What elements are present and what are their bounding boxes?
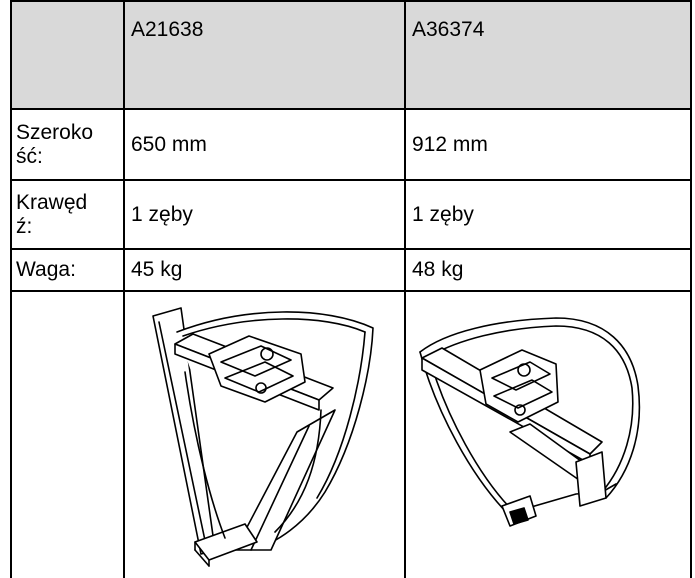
- header-corner-cell: [10, 0, 125, 110]
- image-cell-a: [123, 290, 406, 578]
- edge-row: Krawęd ź: 1 zęby 1 zęby: [10, 179, 692, 250]
- edge-label-line2: ź:: [16, 214, 33, 238]
- width-row: Szeroko ść: 650 mm 912 mm: [10, 108, 692, 181]
- width-label: Szeroko ść:: [10, 108, 125, 181]
- weight-value-b: 48 kg: [404, 248, 692, 292]
- model-header-b: A36374: [404, 0, 692, 110]
- edge-label-line1: Krawęd: [16, 190, 88, 214]
- width-label-line1: Szeroko: [16, 120, 94, 144]
- image-row: [10, 290, 692, 578]
- width-value-b: 912 mm: [404, 108, 692, 181]
- width-label-line2: ść:: [16, 144, 43, 168]
- edge-value-a: 1 zęby: [123, 179, 406, 250]
- edge-value-b: 1 zęby: [404, 179, 692, 250]
- bucket-wide-icon: [406, 292, 690, 578]
- weight-row: Waga: 45 kg 48 kg: [10, 248, 692, 292]
- weight-label: Waga:: [10, 248, 125, 292]
- image-cell-b: [404, 290, 692, 578]
- spec-table: A21638 A36374 Szeroko ść: 650 mm 912 mm …: [10, 0, 692, 578]
- image-empty-cell: [10, 290, 125, 578]
- weight-value-a: 45 kg: [123, 248, 406, 292]
- bucket-narrow-icon: [125, 292, 404, 578]
- edge-label: Krawęd ź:: [10, 179, 125, 250]
- header-row: A21638 A36374: [10, 0, 692, 110]
- model-header-a: A21638: [123, 0, 406, 110]
- width-value-a: 650 mm: [123, 108, 406, 181]
